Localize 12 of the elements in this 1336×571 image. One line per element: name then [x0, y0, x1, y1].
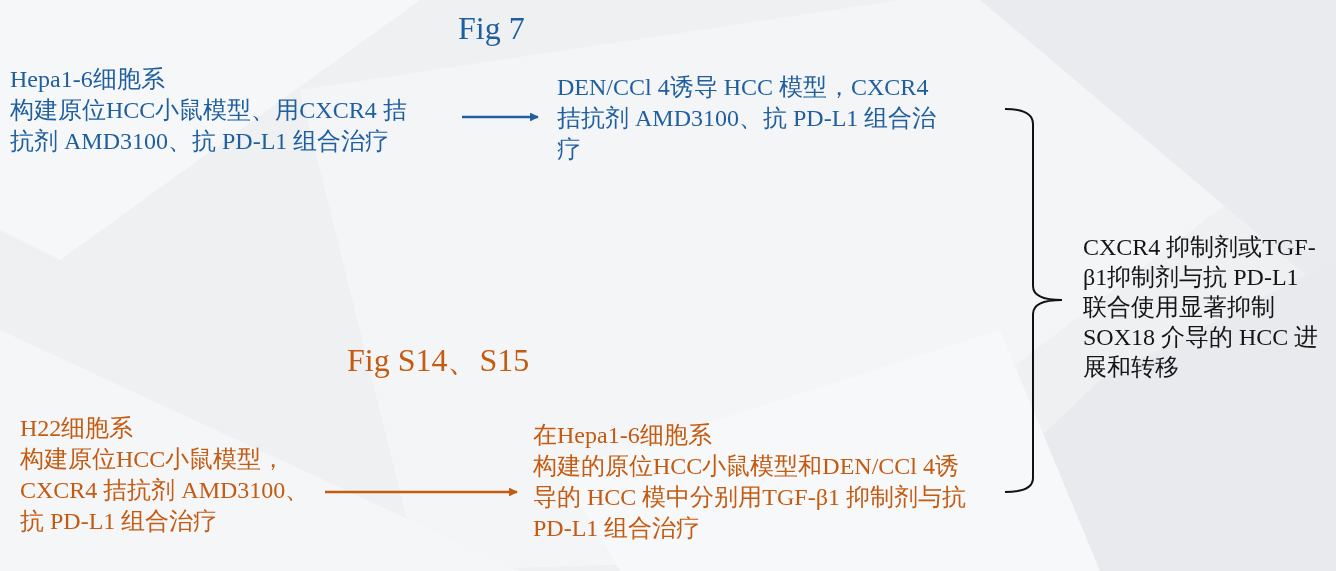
figure-label: Fig S14、S15 [347, 341, 530, 379]
heading-text: 在Hepa1-6细胞系 [533, 421, 712, 450]
heading-text: Hepa1-6细胞系 [10, 65, 165, 94]
body-text: 构建原位HCC小鼠模型，CXCR4 拮抗剂 AMD3100、抗 PD-L1 组合治疗 [20, 445, 311, 536]
conclusion-text: CXCR4 抑制剂或TGF-β1抑制剂与抗 PD-L1 联合使用显著抑制 SOX18 介导的 HCC 进展和转移 [1083, 233, 1320, 382]
body-text: 构建原位HCC小鼠模型、用CXCR4 拮抗剂 AMD3100、抗 PD-L1 组合治疗 [10, 96, 408, 156]
arrow [325, 487, 518, 497]
body-text: 构建的原位HCC小鼠模型和DEN/CCl 4诱导的 HCC 模中分别用TGF-β1 抑制剂与抗 PD-L1 组合治疗 [533, 452, 967, 543]
body-text: DEN/CCl 4诱导 HCC 模型，CXCR4 拮抗剂 AMD3100、抗 PD-L1 组合治疗 [557, 73, 938, 164]
figure-label: Fig 7 [458, 9, 525, 47]
arrow [462, 112, 539, 122]
heading-text: H22细胞系 [20, 414, 134, 443]
